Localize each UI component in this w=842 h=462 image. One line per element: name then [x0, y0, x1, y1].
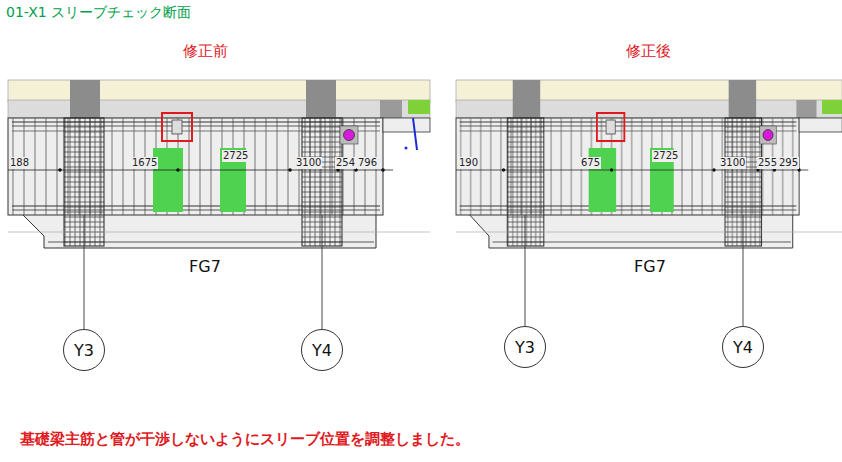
- grid-circle: Y4: [722, 326, 764, 368]
- beam-label: FG7: [632, 258, 668, 276]
- dimension: 2725: [222, 150, 249, 162]
- note-text: 基礎梁主筋と管が干渉しないようにスリーブ位置を調整しました。: [20, 431, 470, 448]
- dimension: 190: [458, 157, 479, 169]
- dimension: 255: [757, 157, 778, 169]
- grid-circle: Y3: [63, 329, 105, 371]
- grid-label: Y3: [515, 338, 535, 357]
- dimension: 1675: [131, 157, 158, 169]
- grid-circle: Y4: [301, 329, 343, 371]
- dimension: 254: [335, 157, 356, 169]
- dimension: 3100: [295, 157, 322, 169]
- beam-label: FG7: [187, 258, 223, 276]
- dimension: 188: [9, 157, 30, 169]
- dimension: 3100: [719, 157, 746, 169]
- grid-label: Y4: [733, 338, 753, 357]
- dimension: 2725: [652, 150, 679, 162]
- grid-label: Y4: [312, 341, 332, 360]
- dimension: 796: [357, 157, 378, 169]
- dimension: 675: [580, 157, 601, 169]
- panel-heading: 修正前: [183, 43, 228, 60]
- diagram-title: 01-X1 スリーブチェック断面: [6, 4, 191, 20]
- grid-label: Y3: [74, 341, 94, 360]
- grid-circle: Y3: [504, 326, 546, 368]
- dimension: 295: [778, 157, 799, 169]
- panel-heading: 修正後: [626, 43, 671, 60]
